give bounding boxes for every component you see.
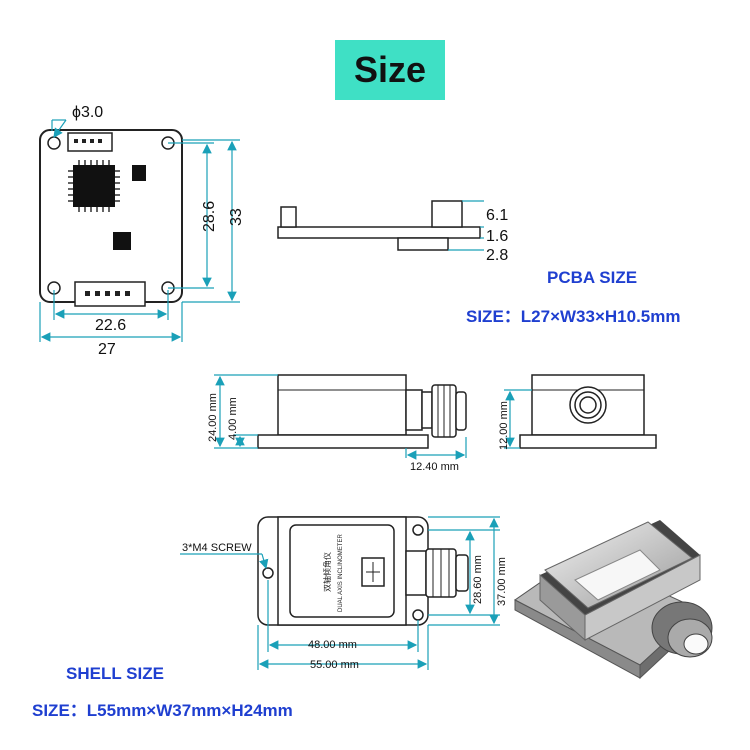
side-dim-a: 6.1 [486,207,508,224]
side-dim-b: 1.6 [486,228,508,245]
total-height-label: 24.00 mm [207,393,219,442]
side-dim-c: 2.8 [486,247,508,264]
shell-side-view [257,374,467,449]
connector-length-label: 12.40 mm [410,461,459,473]
screw-hole-icon [412,524,424,536]
shell-size-heading: SHELL SIZE [66,664,164,683]
pcba-dimensions [39,119,240,342]
shell-top-view [257,516,469,626]
small-chip [132,165,146,181]
page-title: Size [335,40,445,100]
hole-diameter-label: ϕ3.0 [72,104,103,121]
pcba-size-label: SIZE：L27×W33×H10.5mm [466,307,681,326]
outer-height-label: 33 [228,208,245,226]
product-3d-render [514,520,713,680]
shell-size-label: SIZE：L55mm×W37mm×H24mm [32,701,293,720]
pcba-size-heading: PCBA SIZE [547,268,638,287]
inner-height-label: 28.6 [201,201,218,232]
inner-w-label: 28.60 mm [472,555,484,604]
screw-hole-icon [412,609,424,621]
connector-3d-icon [651,601,713,658]
inner-width-label: 22.6 [95,317,126,334]
outer-w-label: 37.00 mm [496,557,508,606]
outer-l-label: 55.00 mm [310,659,359,671]
screw-hole-icon [262,567,274,579]
cable-gland-icon [431,384,467,438]
outer-width-label: 27 [98,341,116,358]
sensor-chip [113,232,131,250]
pcba-side-view [277,200,481,251]
shell-label-en: DUAL AXIS INCLINOMETER [338,534,344,612]
mcu-chip [68,160,120,212]
shell-end-view [519,374,657,449]
screw-label: 3*M4 SCREW [182,542,252,554]
base-height-label: 4.00 mm [227,397,239,440]
pcba-top-view [39,129,183,307]
inner-l-label: 48.00 mm [308,639,357,651]
shell-label-cn: 双轴倾角仪 [322,552,332,592]
end-height-label: 12.00 mm [498,401,510,450]
